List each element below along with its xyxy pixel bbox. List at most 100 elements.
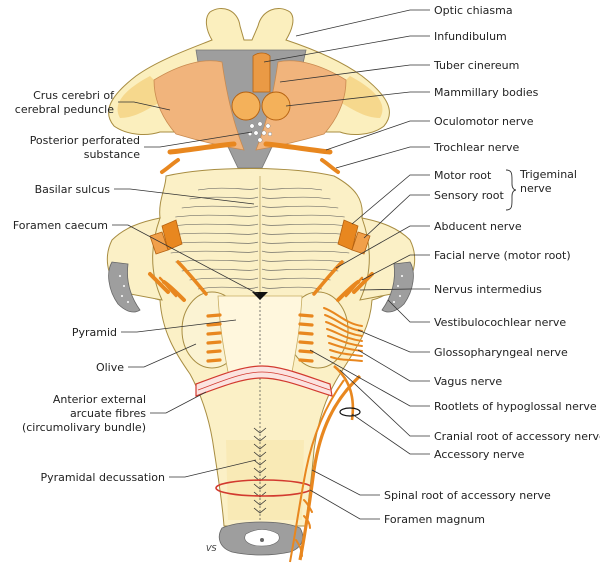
label-optic-chiasma: Optic chiasma xyxy=(434,4,513,17)
trigeminal-right-shape xyxy=(337,219,371,255)
leader-motor-root xyxy=(351,174,430,225)
pyramidal-decussation-marks xyxy=(253,427,267,514)
leader-facial-nerve-motor-root xyxy=(361,254,430,281)
label-pyramidal-decussation-line1: Pyramidal decussation xyxy=(41,471,166,484)
label-rootlets-of-hypoglossal-nerve: Rootlets of hypoglossal nerve xyxy=(434,400,597,413)
leader-tuber-cinereum xyxy=(279,64,430,83)
leader-lines xyxy=(112,9,430,520)
leader-vagus-nerve xyxy=(357,349,430,382)
trigeminal-label-line2: nerve xyxy=(520,182,552,195)
leader-nervus-intermedius xyxy=(359,288,430,291)
brainstem-artwork: VS xyxy=(106,8,416,563)
leader-rootlets-of-hypoglossal-nerve xyxy=(309,349,430,407)
label-abducent-nerve: Abducent nerve xyxy=(434,220,522,233)
accessory-nerve-spinal-shape xyxy=(298,374,362,561)
leader-mammillary-bodies xyxy=(285,91,430,107)
cn7-8-left-shape xyxy=(148,272,186,302)
leader-infundibulum xyxy=(263,35,430,63)
cut-surface-dots xyxy=(119,275,403,303)
arcuate-fibres-line xyxy=(197,371,331,391)
oculomotor-nerve-right-shape xyxy=(263,141,333,155)
leader-vestibulocochlear-nerve xyxy=(387,299,430,323)
trigeminal-label-line1: Trigeminal xyxy=(519,168,577,181)
accessory-nerve-ring xyxy=(339,407,361,417)
label-infundibulum: Infundibulum xyxy=(434,30,507,43)
label-trochlear-nerve: Trochlear nerve xyxy=(433,141,519,154)
label-cranial-root-of-accessory-nerve: Cranial root of accessory nerve xyxy=(434,430,600,443)
label-motor-root: Motor root xyxy=(434,169,492,182)
leader-foramen-magnum xyxy=(309,489,380,520)
crus-cerebri-right xyxy=(255,60,347,151)
perforated-dots xyxy=(247,121,273,143)
label-foramen-magnum: Foramen magnum xyxy=(384,513,485,526)
trigeminal-left-shape xyxy=(149,219,183,255)
leader-posterior-perforated-substance xyxy=(144,131,253,148)
leader-trochlear-nerve xyxy=(335,146,430,169)
crus-cerebri-left xyxy=(153,60,245,151)
foramen-caecum-mark xyxy=(252,292,268,300)
hypoglossal-rootlets-right xyxy=(298,313,314,363)
leader-oculomotor-nerve xyxy=(325,120,430,151)
label-crus-cerebri-line1: Crus cerebri of xyxy=(33,89,115,102)
leader-crus-cerebri xyxy=(118,101,171,111)
artist-signature: VS xyxy=(206,544,217,553)
leader-abducent-nerve xyxy=(335,225,430,269)
leader-glossopharyngeal-nerve xyxy=(357,329,430,353)
leader-foramen-caecum xyxy=(112,224,259,295)
label-spinal-root-of-accessory-nerve: Spinal root of accessory nerve xyxy=(384,489,551,502)
label-posterior-perforated-substance-line1: Posterior perforated xyxy=(30,134,140,147)
label-mammillary-bodies: Mammillary bodies xyxy=(434,86,539,99)
oculomotor-nerve-left-shape xyxy=(167,141,237,155)
label-anterior-external-arcuate-fibres-line2: arcuate fibres xyxy=(70,407,146,420)
leader-accessory-nerve xyxy=(351,413,430,455)
arcuate-fibres-band xyxy=(195,365,333,397)
accessory-nerve-spinal-inner xyxy=(289,379,345,563)
label-anterior-external-arcuate-fibres-line3: (circumolivary bundle) xyxy=(22,421,146,434)
hypoglossal-rootlets-left xyxy=(206,313,222,363)
label-olive-line1: Olive xyxy=(96,361,124,374)
leader-cranial-root-of-accessory-nerve xyxy=(339,369,430,437)
label-glossopharyngeal-nerve: Glossopharyngeal nerve xyxy=(434,346,568,359)
spinal-rootlets xyxy=(295,499,313,557)
label-pyramid-line1: Pyramid xyxy=(72,326,117,339)
trochlear-nerve-left-shape xyxy=(160,158,180,174)
label-basilar-sulcus-line1: Basilar sulcus xyxy=(35,183,111,196)
central-canal xyxy=(260,538,264,542)
cord-section-grey-matter xyxy=(244,529,280,547)
label-vestibulocochlear-nerve: Vestibulocochlear nerve xyxy=(434,316,566,329)
leader-pyramidal-decussation xyxy=(169,459,257,478)
leader-olive xyxy=(128,343,197,368)
mammillary-body-right xyxy=(261,91,291,121)
label-nervus-intermedius: Nervus intermedius xyxy=(434,283,542,296)
cut-surface-left xyxy=(108,261,141,313)
label-tuber-cinereum: Tuber cinereum xyxy=(433,59,519,72)
infundibulum-shape xyxy=(252,52,271,93)
label-sensory-root: Sensory root xyxy=(434,189,504,202)
label-crus-cerebri-line2: cerebral peduncle xyxy=(15,103,114,116)
label-anterior-external-arcuate-fibres-line1: Anterior external xyxy=(53,393,146,406)
label-vagus-nerve: Vagus nerve xyxy=(434,375,502,388)
leader-basilar-sulcus xyxy=(114,188,255,205)
leader-spinal-root-of-accessory-nerve xyxy=(311,469,380,496)
pontine-fibres xyxy=(168,187,352,290)
leader-sensory-root xyxy=(363,194,430,239)
cut-surface-right xyxy=(381,261,414,313)
leader-anterior-external-arcuate-fibres xyxy=(150,391,207,414)
label-accessory-nerve: Accessory nerve xyxy=(434,448,525,461)
abducent-nerve-right-shape xyxy=(312,260,344,296)
label-posterior-perforated-substance-line2: substance xyxy=(84,148,140,161)
ix-x-rootlets-right xyxy=(323,307,363,362)
abducent-nerve-left-shape xyxy=(176,260,208,296)
label-foramen-caecum-line1: Foramen caecum xyxy=(13,219,108,232)
leader-optic-chiasma xyxy=(295,9,430,37)
trochlear-nerve-right-shape xyxy=(320,158,340,174)
label-facial-nerve-motor-root: Facial nerve (motor root) xyxy=(434,249,571,262)
trigeminal-bracket: Trigeminal nerve xyxy=(505,168,577,211)
label-oculomotor-nerve: Oculomotor nerve xyxy=(434,115,534,128)
mammillary-body-left xyxy=(231,91,261,121)
leader-pyramid xyxy=(121,319,237,333)
